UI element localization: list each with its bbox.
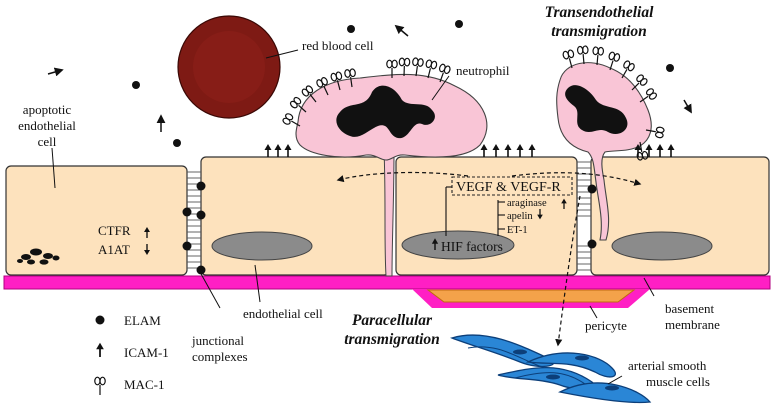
apoptotic-label-1: apoptotic xyxy=(23,102,72,117)
et1-label: ET-1 xyxy=(507,225,528,236)
neutrophil-nucleus xyxy=(336,85,435,139)
a1at-label: A1AT xyxy=(98,242,130,257)
basement-label-1: basement xyxy=(665,301,714,316)
endothelial-cell-1 xyxy=(200,156,390,276)
paracellular-title-2: transmigration xyxy=(344,331,440,348)
legend-icam-icon xyxy=(95,341,105,358)
araginase-label: araginase xyxy=(507,198,547,209)
junctional-label-1: junctional xyxy=(191,333,244,348)
nucleus-2 xyxy=(401,230,515,260)
legend-elam-label: ELAM xyxy=(124,313,161,328)
apoptotic-fragments xyxy=(17,248,60,265)
hif-connectors xyxy=(445,186,505,236)
neutrophil-label: neutrophil xyxy=(456,63,510,78)
transendothelial-title-1: Transendothelial xyxy=(545,4,654,21)
hif-label: HIF factors xyxy=(441,239,503,254)
apelin-label: apelin xyxy=(507,211,533,222)
paracellular-title-1: Paracellular xyxy=(352,312,433,329)
pericyte xyxy=(426,289,636,303)
vegf-label: VEGF & VEGF-R xyxy=(456,180,561,195)
basement-membrane xyxy=(3,275,771,290)
pericyte-label: pericyte xyxy=(585,318,627,333)
leader-lines xyxy=(51,49,655,385)
junctional-label-2: complexes xyxy=(192,349,248,364)
transmigrating-neutrophil-nucleus xyxy=(565,85,628,135)
signaling-arrows xyxy=(336,171,642,347)
smooth-muscle-cells xyxy=(450,334,652,404)
nucleus-1 xyxy=(211,231,313,261)
basement-label-2: membrane xyxy=(665,317,720,332)
floating-particles xyxy=(47,20,692,147)
elam-dots-junction xyxy=(182,181,597,275)
legend-mac-icon xyxy=(94,376,106,396)
apoptotic-label-3: cell xyxy=(38,134,57,149)
legend-mac-label: MAC-1 xyxy=(124,377,164,392)
apoptotic-endothelial-cell xyxy=(5,165,188,276)
smooth-muscle-label-1: arterial smooth xyxy=(628,358,707,373)
legend-elam-icon xyxy=(95,315,105,325)
neutrophil-tail xyxy=(383,149,395,277)
endothelial-cell-label: endothelial cell xyxy=(243,306,323,321)
transendothelial-title-2: transmigration xyxy=(551,23,647,40)
legend-icam-label: ICAM-1 xyxy=(124,345,169,360)
nucleus-3 xyxy=(611,231,713,261)
red-blood-cell xyxy=(177,15,281,119)
cftr-label: CTFR xyxy=(98,223,131,238)
vegf-box xyxy=(451,176,573,196)
red-blood-cell-label: red blood cell xyxy=(302,38,374,53)
apoptotic-label-2: endothelial xyxy=(18,118,76,133)
legend: ELAM ICAM-1 MAC-1 xyxy=(94,313,169,396)
junction-right xyxy=(577,161,591,271)
smooth-muscle-label-2: muscle cells xyxy=(646,374,710,389)
